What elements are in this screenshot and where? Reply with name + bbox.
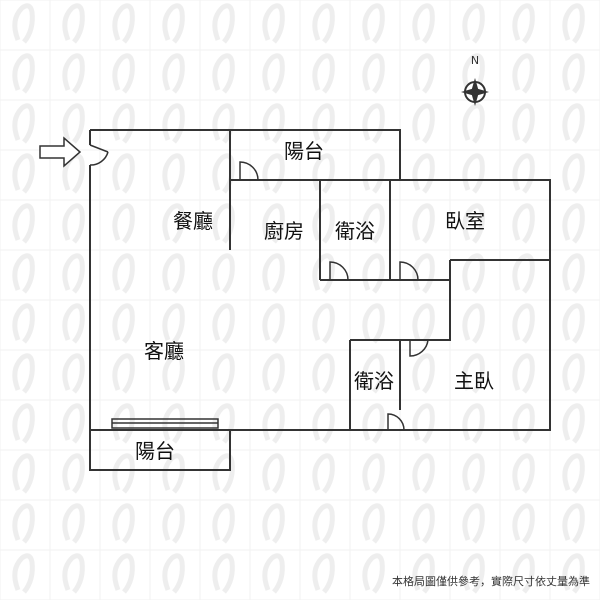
label-dining: 餐廳 xyxy=(173,209,213,233)
bedroom-door xyxy=(399,261,419,281)
bath-top-door xyxy=(329,261,349,281)
label-kitchen: 廚房 xyxy=(264,219,304,243)
label-bedroom: 臥室 xyxy=(445,209,485,233)
walls xyxy=(89,129,551,471)
label-bath-top: 衛浴 xyxy=(335,219,375,243)
label-balcony-bottom: 陽台 xyxy=(135,439,175,463)
label-bath-bottom: 衛浴 xyxy=(354,369,394,393)
doors xyxy=(89,144,429,431)
compass-north-label: N xyxy=(471,54,479,67)
label-living: 客廳 xyxy=(144,339,184,363)
disclaimer-text: 本格局圖僅供參考，實際尺寸依丈量為準 xyxy=(392,574,590,588)
label-master-bedroom: 主臥 xyxy=(454,369,494,393)
label-balcony-top: 陽台 xyxy=(284,139,324,163)
entrance-door xyxy=(89,144,109,153)
compass-icon xyxy=(461,78,489,106)
master-door xyxy=(409,339,429,357)
bath-bottom-door xyxy=(387,413,405,431)
balcony-door xyxy=(239,161,259,181)
entrance-arrow-icon xyxy=(39,136,82,168)
